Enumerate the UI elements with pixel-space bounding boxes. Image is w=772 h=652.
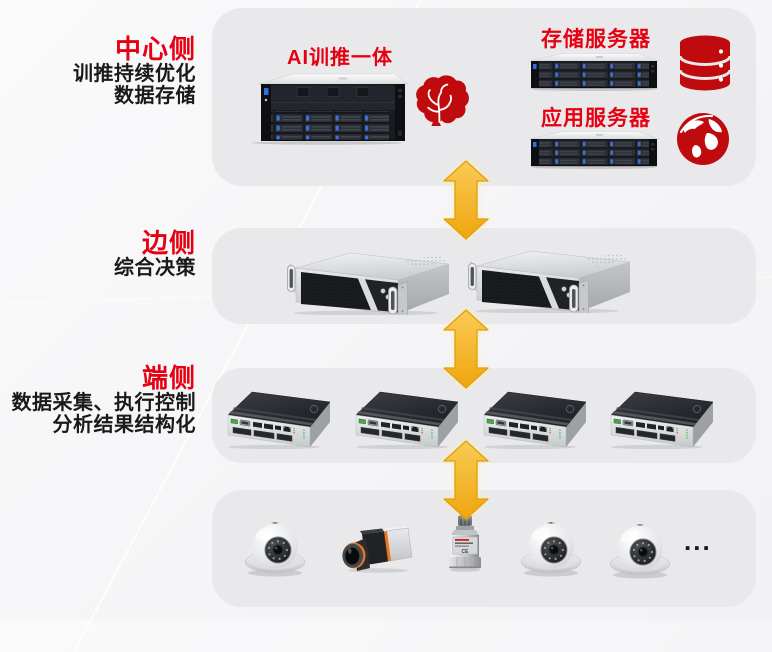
dome-camera-image (242, 521, 308, 577)
edge-tier-label: 边侧 综合决策 (0, 229, 196, 279)
edge-server-image (286, 249, 452, 315)
more-devices-indicator: ... (684, 526, 712, 556)
edge-tier-title: 边侧 (141, 228, 196, 258)
terminal-tier-title: 端侧 (141, 363, 196, 393)
storage-server-image (526, 53, 662, 91)
terminal-tier-desc-line: 分析结果结构化 (52, 414, 196, 436)
thermal-camera-image (340, 525, 414, 573)
embedded-box-pc-image (226, 379, 330, 449)
ai-training-inference-label: AI训推一体 (287, 47, 393, 69)
double-arrow-icon (443, 440, 489, 514)
storage-server-label: 存储服务器 (541, 28, 651, 51)
globe-icon (676, 112, 730, 166)
embedded-box-pc-image (609, 379, 713, 449)
app-server-label: 应用服务器 (541, 107, 651, 130)
center-tier-label: 中心侧 训推持续优化 数据存储 (0, 35, 196, 107)
embedded-box-pc-image (482, 379, 586, 449)
app-server-image (526, 131, 662, 169)
terminal-tier-desc-line: 数据采集、执行控制 (11, 392, 196, 414)
sensor-ce-mark: CE (462, 549, 470, 555)
terminal-tier-label: 端侧 数据采集、执行控制 分析结果结构化 (0, 364, 196, 436)
double-arrow-icon (443, 160, 489, 240)
brain-icon (412, 75, 470, 126)
database-icon (678, 34, 732, 92)
vibration-sensor-image: CE (448, 514, 482, 572)
center-tier-desc-line: 训推持续优化 (73, 63, 196, 85)
center-tier-title: 中心侧 (114, 34, 196, 64)
architecture-diagram: 中心侧 训推持续优化 数据存储 边侧 综合决策 端侧 数据采集、执行控制 分析结… (0, 8, 756, 607)
edge-server-image (467, 247, 633, 313)
ai-server-image (245, 73, 409, 145)
edge-tier-desc-line: 综合决策 (114, 257, 196, 279)
embedded-box-pc-image (354, 379, 458, 449)
center-tier-desc-line: 数据存储 (114, 85, 196, 107)
dome-camera-image (607, 523, 673, 579)
double-arrow-icon (443, 309, 489, 389)
dome-camera-image (518, 521, 584, 577)
